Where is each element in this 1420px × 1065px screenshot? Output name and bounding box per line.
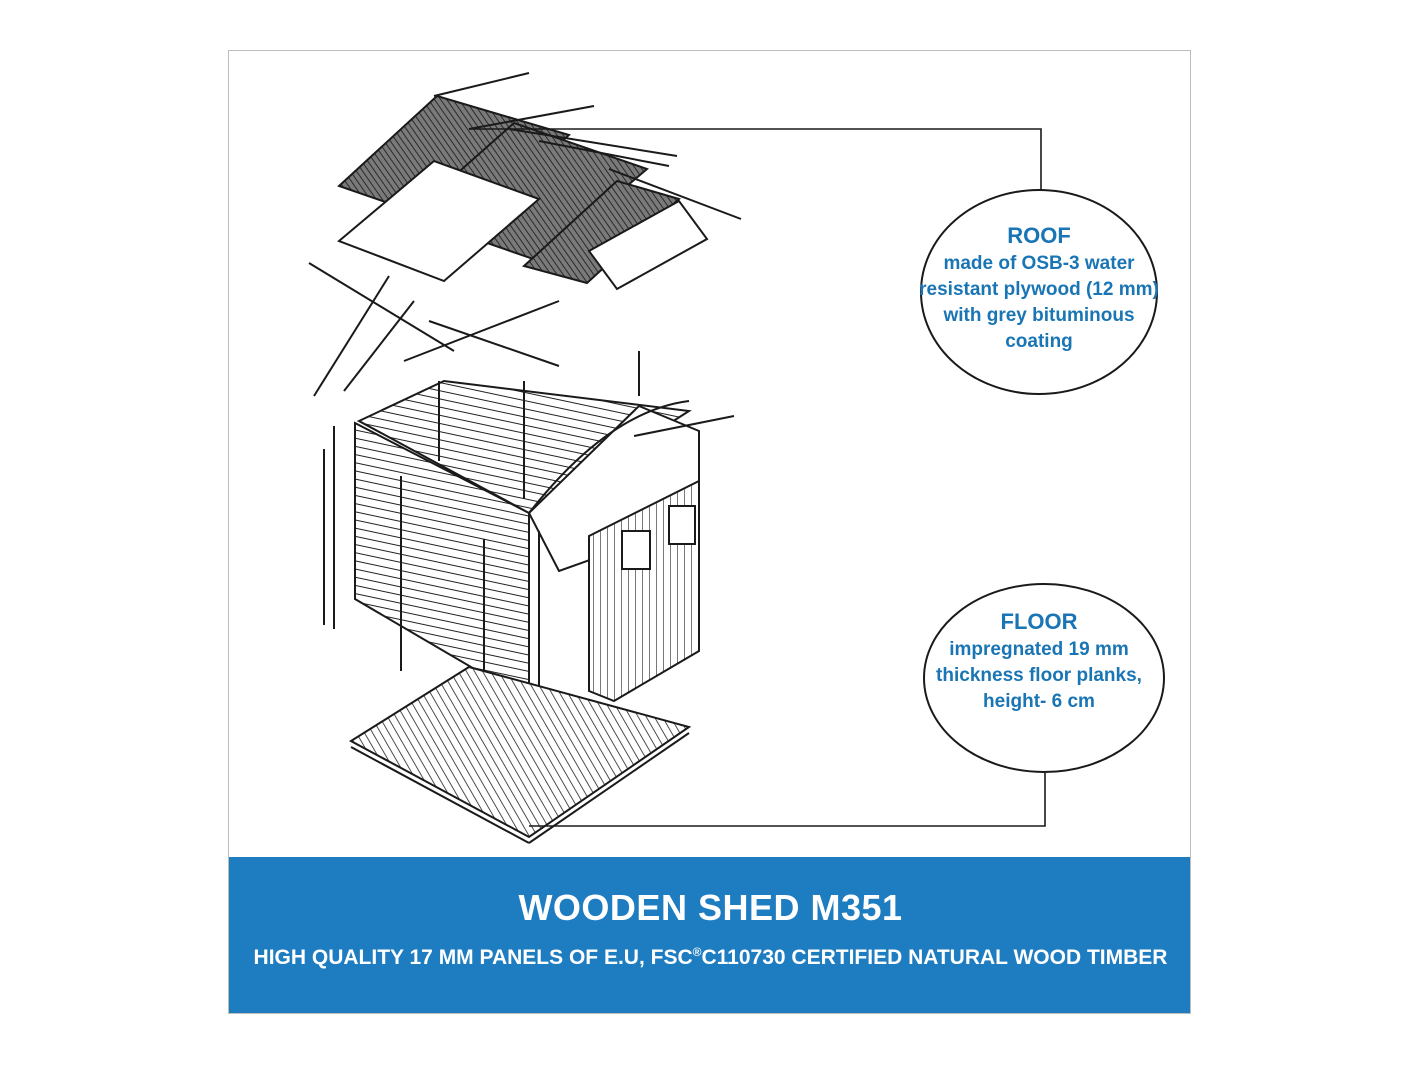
roof-trim-top-2 <box>468 105 595 130</box>
registered-mark: ® <box>692 945 702 959</box>
door-window-right <box>668 505 696 545</box>
roof-felt-strip <box>521 179 681 285</box>
shed-exploded-diagram <box>308 72 1165 844</box>
floor-callout-title: FLOOR <box>1000 609 1078 634</box>
floor-assembly <box>349 665 692 844</box>
gable-arch <box>528 400 690 514</box>
product-banner: WOODEN SHED M351 HIGH QUALITY 17 MM PANE… <box>229 857 1190 1013</box>
roof-callout: ROOF made of OSB-3 water resistant plywo… <box>919 223 1159 355</box>
wall-assembly <box>323 300 735 719</box>
product-frame: ROOF made of OSB-3 water resistant plywo… <box>228 50 1191 1014</box>
floor-leader-line <box>529 773 1046 827</box>
rafter-right <box>343 300 415 392</box>
subtitle-part-2: C110730 CERTIFIED NATURAL WOOD TIMBER <box>701 946 1168 969</box>
roof-assembly <box>308 72 742 397</box>
gable-board <box>587 199 709 291</box>
top-beam <box>428 320 560 367</box>
floor-edge-2 <box>528 732 690 844</box>
roof-trim-side-2 <box>508 128 678 157</box>
roof-sheet-underlay <box>337 159 541 283</box>
top-beam-2 <box>403 300 560 362</box>
gable-brace <box>633 415 735 437</box>
ridge-batten <box>308 262 455 352</box>
floor-callout: FLOOR impregnated 19 mm thickness floor … <box>919 609 1159 715</box>
roof-trim-top <box>433 72 530 97</box>
roof-leader-line <box>469 128 1042 191</box>
roof-callout-bubble <box>920 189 1158 395</box>
roof-callout-title: ROOF <box>1007 223 1071 248</box>
floor-panel <box>349 665 692 839</box>
roof-trim-side <box>608 168 742 220</box>
floor-callout-bubble <box>923 583 1165 773</box>
door-window-left <box>621 530 651 570</box>
subtitle-part-1: HIGH QUALITY 17 MM PANELS OF E.U, FSC <box>253 946 693 969</box>
floor-callout-text: impregnated 19 mm thickness floor planks… <box>936 639 1142 712</box>
floor-edge <box>350 746 530 844</box>
roof-trim-side-3 <box>538 140 670 167</box>
product-title: WOODEN SHED M351 <box>518 887 903 928</box>
rafter-left <box>313 275 390 397</box>
roof-callout-text: made of OSB-3 water resistant plywood (1… <box>919 253 1159 352</box>
product-subtitle: HIGH QUALITY 17 MM PANELS OF E.U, FSC®C1… <box>229 945 1190 970</box>
leader-lines <box>469 128 1046 827</box>
